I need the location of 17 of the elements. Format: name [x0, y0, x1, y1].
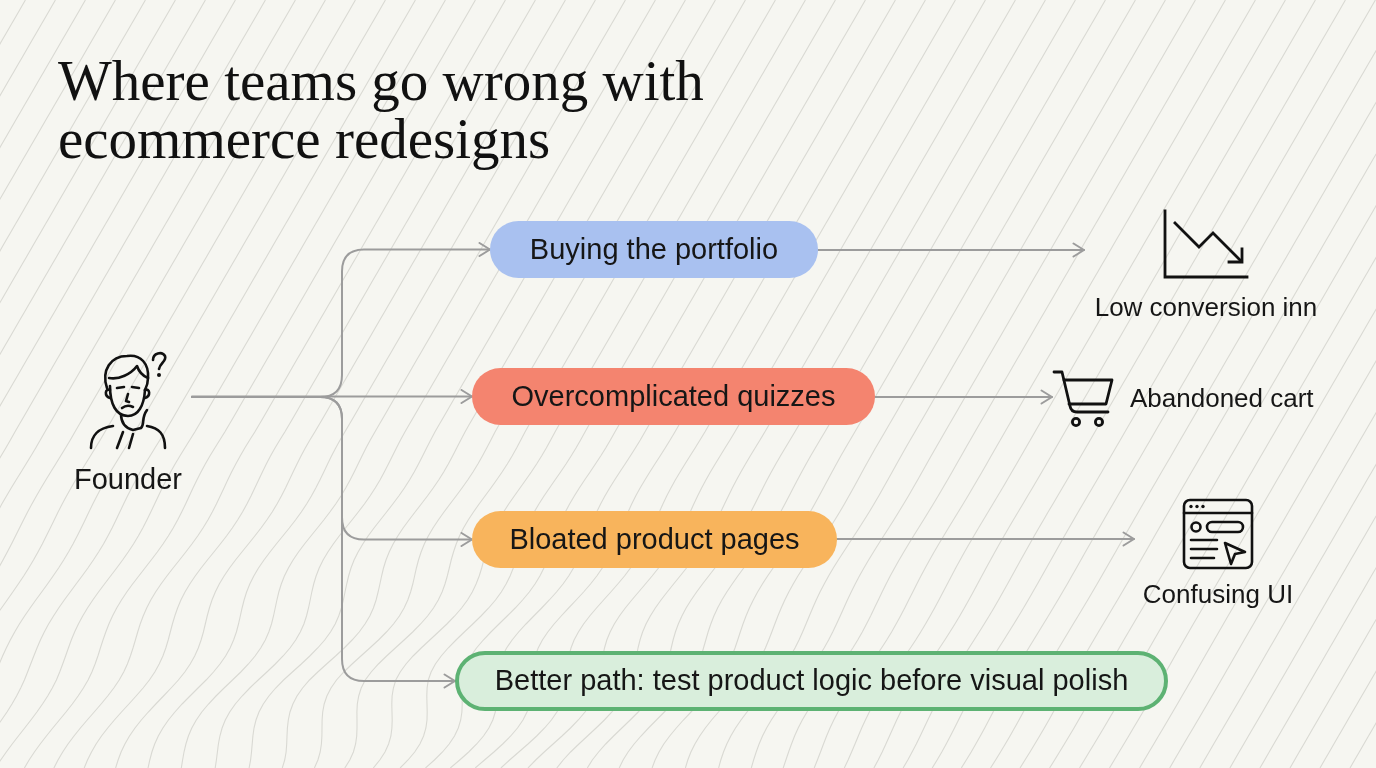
problem-pill	[490, 221, 818, 278]
arrow	[191, 396, 456, 689]
arrow	[874, 389, 1053, 405]
node-label: Founder	[74, 464, 182, 496]
title: Where teams go wrong with ecommerce redesigns	[58, 52, 705, 168]
problem-pill	[472, 368, 875, 425]
solution-pill	[455, 651, 1168, 711]
node-label: Better path: test product logic before visual polish	[494, 665, 1129, 697]
node-label: Abandoned cart	[1130, 383, 1314, 413]
problem-pill	[472, 511, 837, 568]
node-label: Buying the portfolio	[529, 233, 779, 266]
arrow	[836, 531, 1135, 547]
node-label: Bloated product pages	[509, 523, 800, 556]
arrow	[817, 242, 1085, 258]
node-label: Low conversion inn	[1094, 293, 1318, 322]
node-label: Confusing UI	[1142, 580, 1294, 609]
node-label: Overcomplicated quizzes	[511, 380, 836, 413]
